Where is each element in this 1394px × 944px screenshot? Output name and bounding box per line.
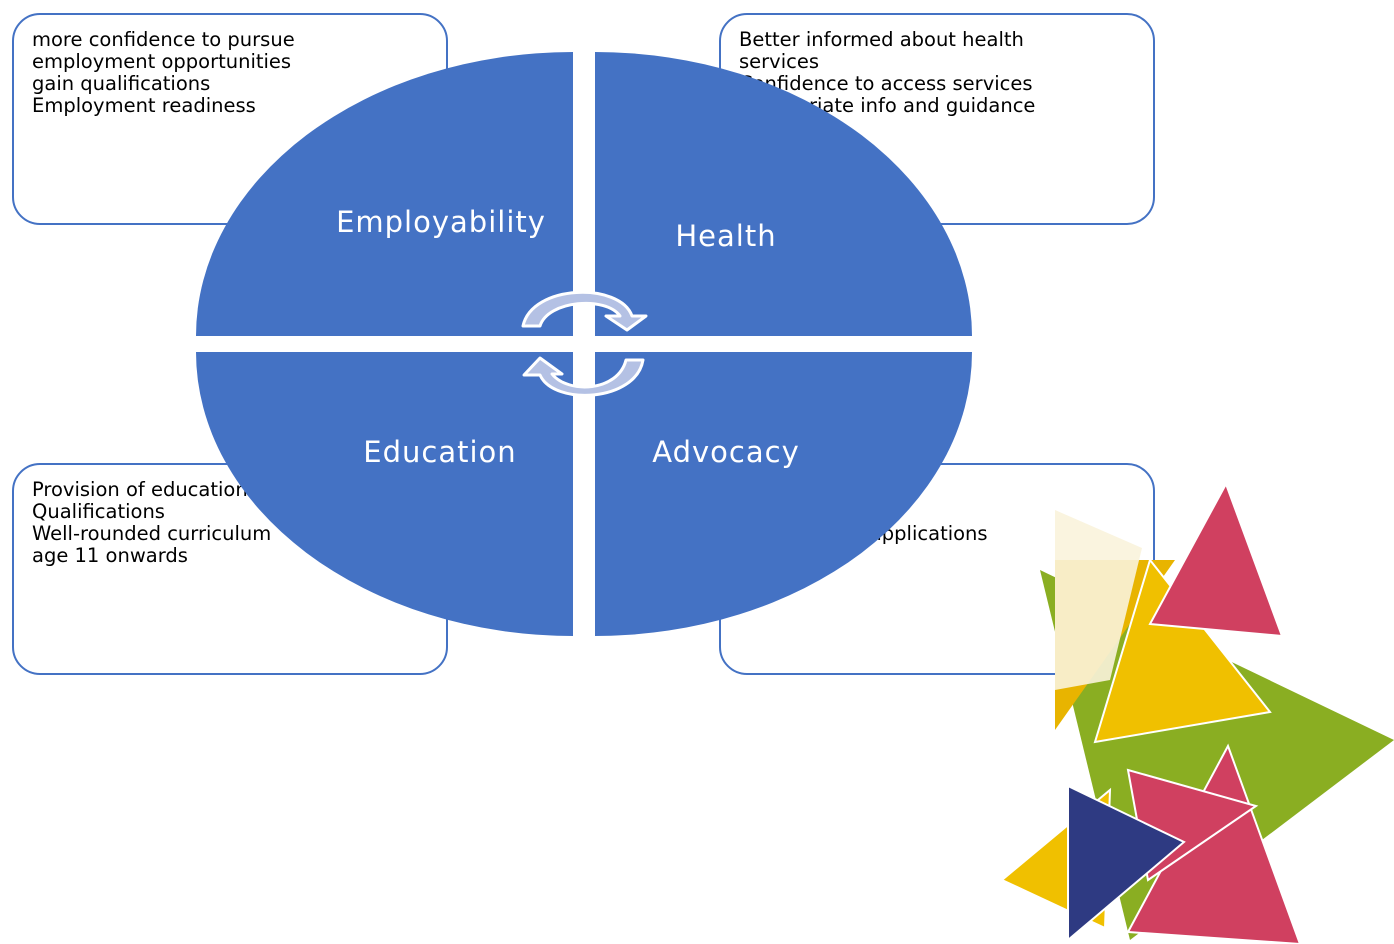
quadrant-employability — [196, 52, 573, 336]
quadrant-health — [595, 52, 972, 336]
triangle-decoration — [1067, 784, 1186, 943]
textbox-line: Well-rounded curriculum — [32, 522, 272, 545]
quadrant-label-health: Health — [675, 219, 777, 253]
triangle-decoration — [1148, 481, 1284, 638]
textbox-line: gain qualifications — [32, 72, 211, 95]
textbox-line: age 11 onwards — [32, 544, 188, 567]
textbox-line: Provision of education — [32, 478, 248, 501]
textbox-line: Better informed about health — [739, 28, 1024, 51]
triangle-decoration — [1055, 510, 1142, 690]
quadrant-education — [196, 352, 573, 636]
cycle-arrow-top-icon — [521, 290, 648, 332]
textbox-line: services — [739, 50, 820, 73]
triangle-decoration — [1093, 557, 1272, 744]
quadrant-label-education: Education — [363, 435, 517, 469]
quadrant-label-advocacy: Advocacy — [652, 435, 800, 469]
textbox-line: Employment readiness — [32, 94, 256, 117]
textbox-line: Qualifications — [32, 500, 165, 523]
quadrant-label-employability: Employability — [336, 205, 546, 239]
textbox-line: more confidence to pursue — [32, 28, 295, 51]
textbox-line: Confidence to access services — [739, 72, 1033, 95]
cycle-arrow-bottom-icon — [522, 356, 645, 397]
quadrant-advocacy — [595, 352, 972, 636]
textbox-line: employment opportunities — [32, 50, 292, 73]
